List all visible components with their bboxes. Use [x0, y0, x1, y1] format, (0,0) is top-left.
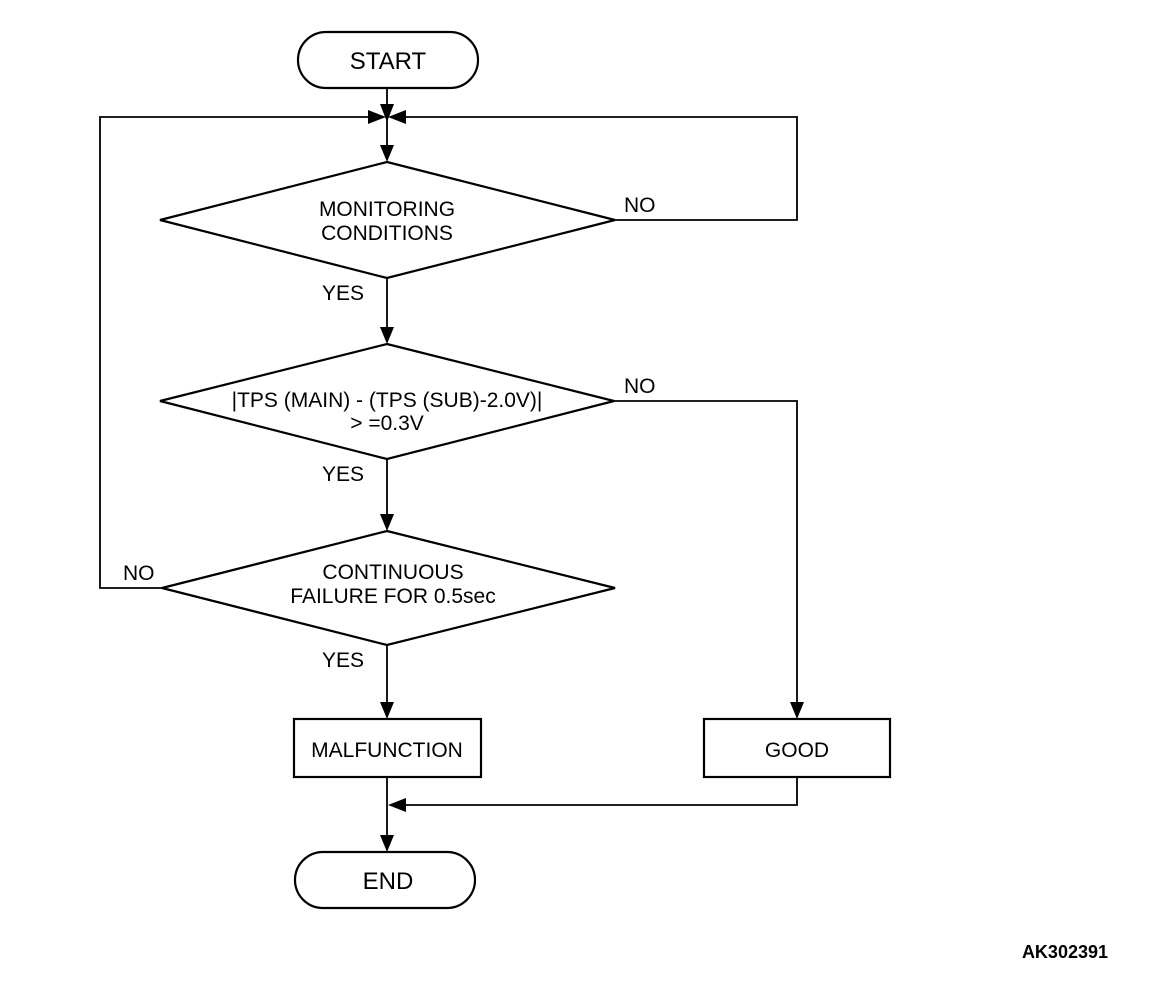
arrow-head-monitoring — [380, 145, 394, 162]
continuous-no-loop — [99, 116, 370, 589]
arrow-head-malfunction — [380, 702, 394, 719]
tps-label-line1: |TPS (MAIN) - (TPS (SUB)-2.0V)| — [232, 389, 543, 412]
arrow-head-end — [380, 835, 394, 852]
tps-decision — [159, 342, 615, 461]
good-label: GOOD — [765, 739, 829, 762]
continuous-yes-label: YES — [322, 649, 364, 672]
tps-no-label: NO — [624, 375, 656, 398]
arrow-head-left-loop — [368, 110, 386, 124]
monitoring-yes-label: YES — [322, 282, 364, 305]
monitoring-decision — [159, 160, 616, 280]
good-box — [702, 717, 892, 779]
monitoring-label-line1: MONITORING — [319, 198, 455, 221]
continuous-label-line1: CONTINUOUS — [322, 561, 463, 584]
monitoring-no-loop — [404, 116, 798, 221]
end-terminal — [293, 850, 477, 910]
arrow-head-right-loop — [388, 110, 406, 124]
malfunction-box — [292, 717, 483, 779]
good-to-end-connector — [404, 777, 798, 806]
tps-no-connector — [614, 400, 798, 705]
arrow-head-start — [380, 104, 394, 122]
monitoring-label-line2: CONDITIONS — [321, 222, 453, 245]
malfunction-label: MALFUNCTION — [311, 739, 463, 762]
start-label: START — [350, 48, 427, 75]
end-label: END — [363, 868, 414, 895]
start-terminal — [296, 30, 480, 90]
arrow-head-tps — [380, 327, 394, 344]
continuous-label-line2: FAILURE FOR 0.5sec — [290, 585, 495, 608]
arrow-head-good-merge — [388, 798, 406, 812]
monitoring-no-label: NO — [624, 194, 656, 217]
arrow-head-good — [790, 702, 804, 719]
arrow-head-continuous — [380, 514, 394, 531]
tps-label-line2: > =0.3V — [350, 412, 424, 435]
tps-yes-label: YES — [322, 463, 364, 486]
continuous-no-label: NO — [123, 562, 155, 585]
figure-code: AK302391 — [1022, 942, 1108, 962]
continuous-decision — [161, 529, 616, 647]
